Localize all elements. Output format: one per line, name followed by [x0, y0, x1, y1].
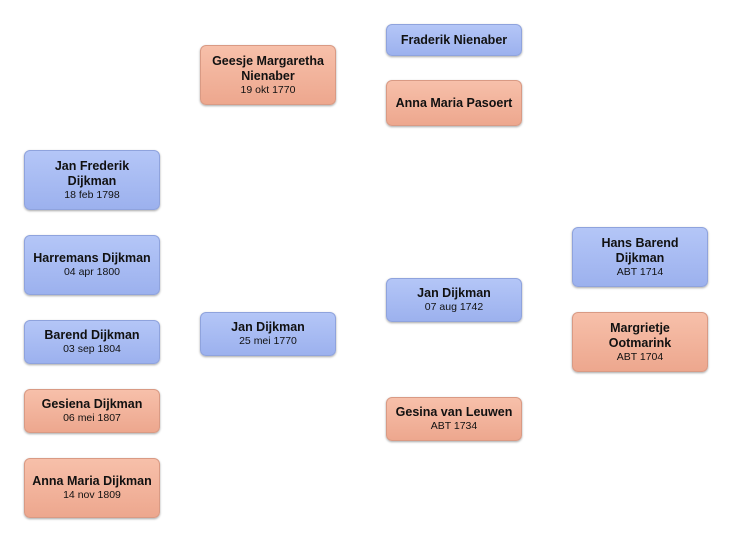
person-name: Jan Frederik Dijkman — [54, 158, 130, 188]
person-name: Geesje Margaretha Nienaber — [212, 53, 324, 83]
person-name: Jan Dijkman — [417, 286, 491, 300]
person-date: 04 apr 1800 — [63, 266, 121, 278]
person-date: 25 mei 1770 — [239, 335, 297, 347]
person-box-margrietje-ootmarink[interactable]: Margrietje Ootmarink ABT 1704 — [572, 312, 708, 372]
person-name: Gesina van Leuwen — [395, 405, 513, 419]
person-box-jan-frederik-dijkman[interactable]: Jan Frederik Dijkman 18 feb 1798 — [24, 150, 160, 210]
person-name: Margrietje Ootmarink — [608, 320, 672, 350]
person-box-fraderik-nienaber[interactable]: Fraderik Nienaber — [386, 24, 522, 56]
person-box-geesje-margaretha-nienaber[interactable]: Geesje Margaretha Nienaber 19 okt 1770 — [200, 45, 336, 105]
person-name: Harremans Dijkman — [33, 251, 151, 265]
person-date: ABT 1704 — [616, 350, 664, 363]
person-name: Anna Maria Pasoert — [395, 95, 513, 110]
person-date: 06 mei 1807 — [63, 412, 121, 424]
person-box-hans-barend-dijkman[interactable]: Hans Barend Dijkman ABT 1714 — [572, 227, 708, 287]
person-date: 03 sep 1804 — [63, 343, 121, 355]
person-box-anna-maria-pasoert[interactable]: Anna Maria Pasoert — [386, 80, 522, 126]
person-name: Barend Dijkman — [44, 328, 140, 342]
person-date: 14 nov 1809 — [63, 489, 121, 501]
person-box-barend-dijkman[interactable]: Barend Dijkman 03 sep 1804 — [24, 320, 160, 364]
person-box-anna-maria-dijkman[interactable]: Anna Maria Dijkman 14 nov 1809 — [24, 458, 160, 518]
person-date: 18 feb 1798 — [64, 188, 120, 201]
person-name: Hans Barend Dijkman — [601, 235, 679, 265]
person-date: 19 okt 1770 — [240, 83, 296, 96]
person-name: Fraderik Nienaber — [400, 32, 508, 47]
person-box-gesiena-dijkman[interactable]: Gesiena Dijkman 06 mei 1807 — [24, 389, 160, 433]
person-date: 07 aug 1742 — [424, 301, 484, 313]
person-date: ABT 1734 — [430, 420, 478, 432]
person-name: Anna Maria Dijkman — [32, 474, 152, 488]
person-box-jan-dijkman-1770[interactable]: Jan Dijkman 25 mei 1770 — [200, 312, 336, 356]
person-date: ABT 1714 — [616, 265, 664, 278]
person-box-harremans-dijkman[interactable]: Harremans Dijkman 04 apr 1800 — [24, 235, 160, 295]
person-name: Gesiena Dijkman — [41, 397, 143, 411]
person-name: Jan Dijkman — [231, 320, 305, 334]
person-box-gesina-van-leuwen[interactable]: Gesina van Leuwen ABT 1734 — [386, 397, 522, 441]
person-box-jan-dijkman-1742[interactable]: Jan Dijkman 07 aug 1742 — [386, 278, 522, 322]
